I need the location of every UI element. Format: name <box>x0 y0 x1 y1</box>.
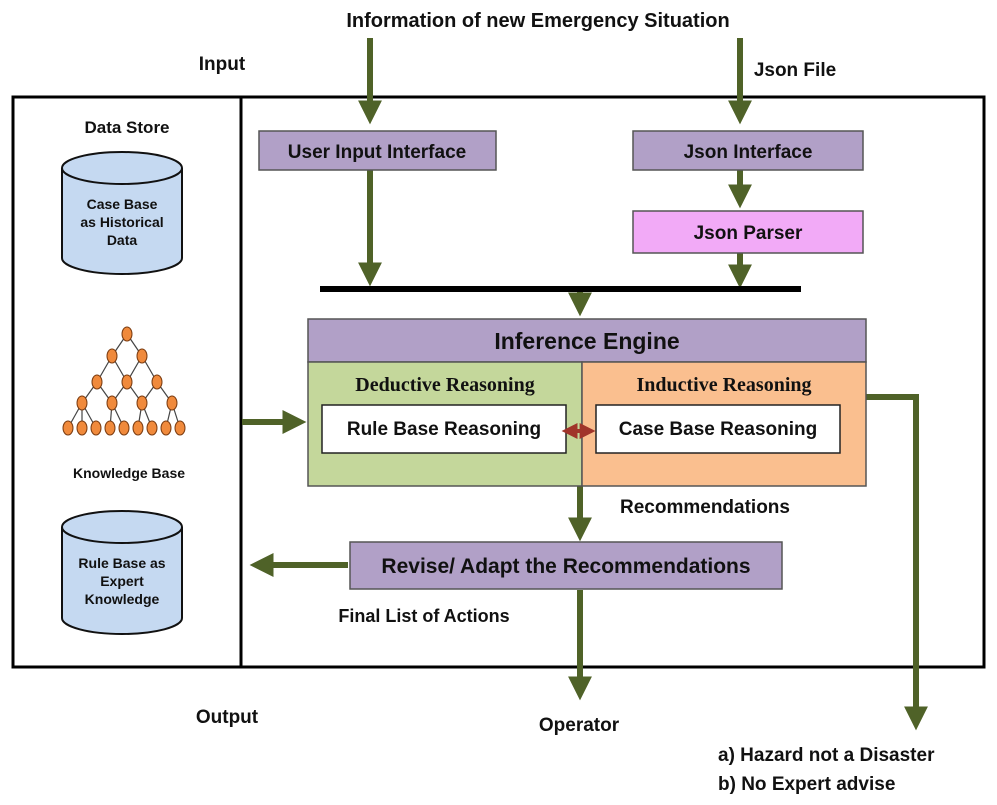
user-input-interface-box: User Input Interface <box>258 130 497 171</box>
outcome-b: b) No Expert advise <box>718 774 895 795</box>
inference-engine-title: Inference Engine <box>494 328 679 354</box>
json-interface-box: Json Interface <box>632 130 864 171</box>
inference-engine: Inference Engine Deductive Reasoning Ind… <box>307 318 867 487</box>
json-interface-label: Json Interface <box>684 142 813 163</box>
outcome-a: a) Hazard not a Disaster <box>718 745 935 766</box>
engine-to-outcomes-arrow <box>866 394 928 731</box>
output-label: Output <box>196 707 259 728</box>
json-file-label: Json File <box>754 60 836 81</box>
merge-bus <box>320 286 801 292</box>
revise-box: Revise/ Adapt the Recommendations <box>349 541 783 590</box>
final-list-label: Final List of Actions <box>338 606 509 626</box>
case-base-reasoning-label: Case Base Reasoning <box>619 419 818 440</box>
rule-base-line-3: Knowledge <box>85 591 160 607</box>
revise-box-label: Revise/ Adapt the Recommendations <box>381 555 750 578</box>
input-label: Input <box>199 54 246 75</box>
recommendations-label: Recommendations <box>620 497 790 518</box>
flow-arrows <box>242 38 928 731</box>
case-base-line-1: Case Base <box>87 196 158 212</box>
rule-base-reasoning-label: Rule Base Reasoning <box>347 419 541 440</box>
user-input-interface-label: User Input Interface <box>288 142 466 163</box>
case-base-line-3: Data <box>107 232 138 248</box>
operator-label: Operator <box>539 715 620 736</box>
rule-base-line-1: Rule Base as <box>78 555 165 571</box>
data-store-title: Data Store <box>84 118 169 137</box>
json-parser-box: Json Parser <box>632 210 864 254</box>
deductive-title: Deductive Reasoning <box>355 374 534 396</box>
knowledge-tree-icon <box>62 326 186 436</box>
json-parser-label: Json Parser <box>694 223 803 244</box>
rule-base-line-2: Expert <box>100 573 144 589</box>
inductive-title: Inductive Reasoning <box>636 374 811 396</box>
top-label: Information of new Emergency Situation <box>346 10 729 32</box>
case-base-line-2: as Historical <box>80 214 163 230</box>
rule-base-cylinder: Rule Base as Expert Knowledge <box>61 510 183 635</box>
case-base-reasoning-box <box>595 404 841 454</box>
case-base-cylinder: Case Base as Historical Data <box>61 151 183 275</box>
knowledge-base-label: Knowledge Base <box>73 465 185 481</box>
data-store-panel <box>11 95 243 669</box>
